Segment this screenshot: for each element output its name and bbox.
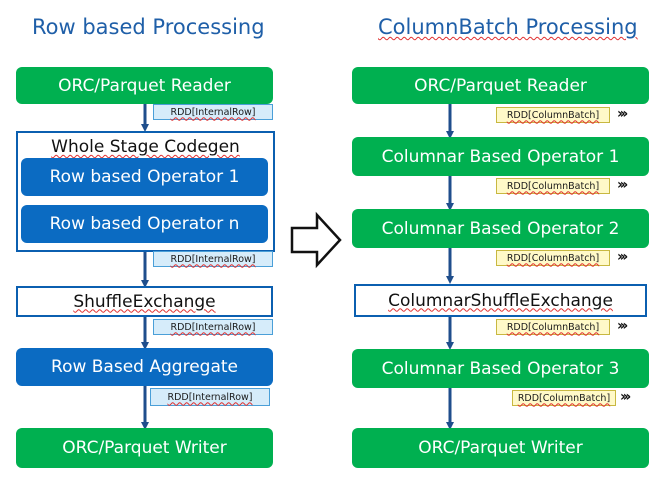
- right-tag-5: RDD[ColumnBatch]: [512, 390, 616, 406]
- left-reader-box: ORC/Parquet Reader: [16, 67, 273, 104]
- double-chevron-icon: ›››: [620, 389, 631, 405]
- left-tag-3: RDD[InternalRow]: [153, 319, 273, 335]
- right-writer-box: ORC/Parquet Writer: [352, 428, 649, 468]
- row-operator-n-box: Row based Operator n: [21, 205, 268, 243]
- row-operator-1-box: Row based Operator 1: [21, 158, 268, 196]
- shuffle-exchange-box: ShuffleExchange: [16, 286, 273, 317]
- left-tag-2: RDD[InternalRow]: [153, 251, 273, 267]
- double-chevron-icon: ›››: [617, 249, 628, 265]
- left-tag-1: RDD[InternalRow]: [153, 104, 273, 120]
- row-aggregate-box: Row Based Aggregate: [16, 348, 273, 386]
- right-tag-1: RDD[ColumnBatch]: [496, 107, 610, 123]
- columnar-shuffle-exchange-box: ColumnarShuffleExchange: [354, 284, 647, 317]
- right-title: ColumnBatch Processing: [378, 15, 638, 39]
- right-tag-4: RDD[ColumnBatch]: [496, 319, 610, 335]
- right-reader-box: ORC/Parquet Reader: [352, 67, 649, 104]
- double-chevron-icon: ›››: [617, 318, 628, 334]
- columnar-operator-1-box: Columnar Based Operator 1: [352, 137, 649, 176]
- right-tag-2: RDD[ColumnBatch]: [496, 178, 610, 194]
- left-writer-box: ORC/Parquet Writer: [16, 428, 273, 468]
- left-title: Row based Processing: [32, 15, 265, 39]
- whole-stage-codegen-label: Whole Stage Codegen: [51, 137, 240, 157]
- hollow-right-arrow-icon: [290, 211, 342, 269]
- left-tag-4: RDD[InternalRow]: [150, 388, 270, 406]
- double-chevron-icon: ›››: [617, 177, 628, 193]
- right-tag-3: RDD[ColumnBatch]: [496, 250, 610, 266]
- double-chevron-icon: ›››: [617, 106, 628, 122]
- columnar-operator-2-box: Columnar Based Operator 2: [352, 209, 649, 248]
- columnar-operator-3-box: Columnar Based Operator 3: [352, 349, 649, 388]
